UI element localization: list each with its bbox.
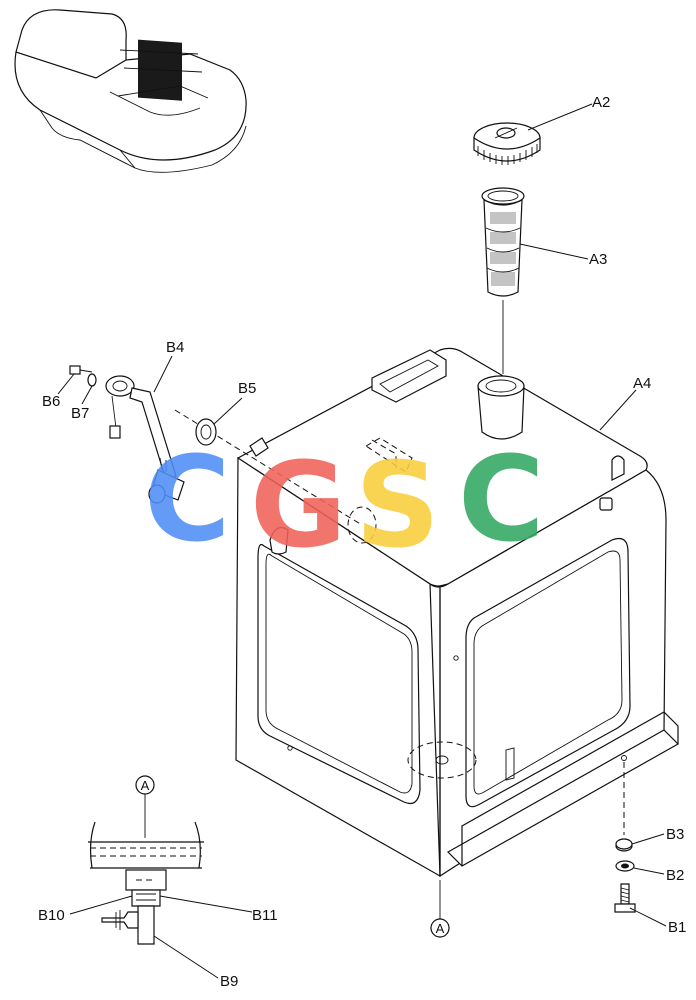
detail-marker-a-bottom: A (430, 880, 450, 938)
watermark-letter-2: G (250, 436, 347, 574)
label-b6: B6 (42, 393, 60, 410)
label-a2: A2 (592, 94, 610, 111)
screw-b6 (69, 365, 93, 375)
machine-locator-icon (14, 9, 247, 173)
label-a4: A4 (633, 375, 651, 392)
label-a3: A3 (589, 251, 607, 268)
label-b2: B2 (666, 867, 684, 884)
label-b11: B11 (252, 907, 278, 924)
label-b9: B9 (220, 973, 238, 990)
label-b4: B4 (166, 339, 184, 356)
watermark-letter-3: S (355, 436, 440, 574)
label-b7: B7 (71, 405, 89, 422)
label-b5: B5 (238, 380, 256, 397)
washer-b3 (615, 838, 633, 852)
label-b10: B10 (38, 907, 65, 924)
fuel-tank-a4 (235, 347, 679, 878)
label-b1: B1 (668, 919, 686, 936)
watermark-logo: C G S C (144, 430, 545, 574)
washer-b7 (87, 373, 97, 387)
watermark-letter-1: C (144, 430, 231, 568)
leader-lines (57, 103, 667, 979)
strainer-a3 (481, 187, 525, 374)
detail-a-view: A (88, 775, 204, 945)
level-sender-b4 (105, 375, 185, 504)
washer-b2 (615, 860, 635, 872)
label-b3: B3 (666, 826, 684, 843)
gasket-b5 (195, 418, 217, 446)
svg-text:A: A (436, 921, 445, 936)
bolt-b1 (614, 883, 636, 913)
watermark-letter-4: C (458, 430, 545, 568)
fuel-cap-a2 (473, 122, 541, 165)
detail-marker-a-top: A (141, 778, 150, 793)
